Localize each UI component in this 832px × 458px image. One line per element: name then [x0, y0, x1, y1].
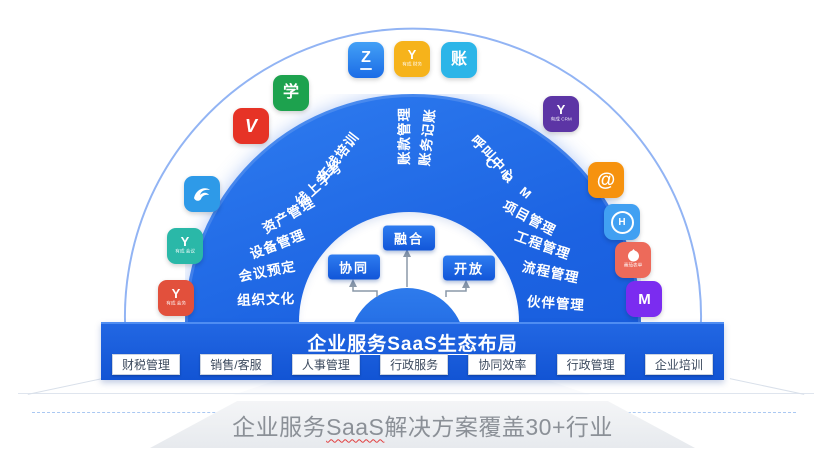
solution-caption: 企业服务SaaS解决方案覆盖30+行业 — [232, 408, 613, 442]
finance-glyph: Y — [407, 47, 417, 62]
z-app-icon: Z — [348, 42, 384, 78]
caption-prefix: 企业服务 — [232, 413, 327, 440]
category-admin-service: 行政服务 — [380, 354, 449, 375]
open-button: 开放 — [442, 255, 496, 281]
caption-suffix: 解决方案覆盖30+行业 — [384, 413, 613, 440]
fuse-button: 融合 — [382, 225, 436, 251]
floor-line — [18, 393, 814, 394]
youcheng-meeting-icon: Y 有成 会议 — [167, 228, 203, 264]
crm-glyph: Y — [556, 102, 566, 117]
category-finance-tax: 财税管理 — [112, 354, 181, 375]
zhang-ledger-icon: 账 — [441, 42, 477, 78]
tomato-subtext: 番茄表单 — [623, 262, 643, 268]
snail-icon: @ — [588, 162, 624, 198]
m-people-icon: M — [626, 281, 662, 317]
collab-button: 协同 — [327, 254, 381, 280]
finance-subtext: 有成 财务 — [402, 61, 422, 67]
caption-platform: 企业服务SaaS解决方案覆盖30+行业 — [150, 401, 695, 448]
ring-label-org-culture: 组织文化 — [236, 290, 296, 309]
v-check-icon: V — [233, 108, 269, 144]
huiwu-subtext: 有成 会务 — [166, 300, 186, 306]
category-admin-mgmt: 行政管理 — [556, 354, 625, 375]
tomato-form-icon: 番茄表单 — [615, 242, 651, 278]
category-hr: 人事管理 — [291, 354, 360, 375]
floor-band — [232, 378, 591, 395]
banner-title-prefix: 企业服务 — [307, 334, 388, 355]
category-sales-service: 销售/客服 — [200, 354, 272, 375]
h-ring-glyph: H — [610, 210, 634, 234]
h-glyph: H — [618, 216, 626, 228]
tomato-glyph — [627, 249, 639, 262]
wave-app-icon — [184, 176, 220, 212]
snail-glyph: @ — [596, 169, 616, 191]
meeting-subtext: 有成 会议 — [175, 248, 195, 254]
crm-subtext: 有成 CRM — [550, 116, 572, 122]
core-dome-clip — [349, 288, 465, 322]
caption-saas: SaaS — [326, 413, 385, 440]
z-glyph: Z — [361, 49, 371, 66]
youcheng-finance-icon: Y 有成 财务 — [394, 41, 430, 77]
category-row: 财税管理 销售/客服 人事管理 行政服务 协同效率 行政管理 企业培训 — [112, 354, 713, 375]
huiwu-glyph: Y — [171, 286, 181, 301]
meeting-glyph: Y — [180, 234, 190, 249]
xue-glyph: 学 — [282, 84, 299, 101]
zhang-glyph: 账 — [450, 51, 467, 68]
banner-title: 企业服务SaaS生态布局 — [101, 329, 724, 356]
h-circle-icon: H — [604, 204, 640, 240]
ring-label-receivables-mgmt: 账款管理 — [397, 107, 412, 165]
wave-glyph — [194, 188, 210, 201]
ring-label-partner-mgmt: 伙伴管理 — [526, 293, 586, 314]
category-corp-training: 企业培训 — [644, 354, 713, 375]
banner-title-suffix: 生态布局 — [437, 334, 518, 355]
title-banner: 企业服务SaaS生态布局 财税管理 销售/客服 人事管理 行政服务 协同效率 行… — [101, 322, 724, 380]
m-glyph: M — [638, 290, 650, 308]
z-underline-bar — [360, 68, 372, 70]
v-glyph: V — [244, 116, 257, 136]
banner-title-saas: SaaS — [387, 334, 438, 355]
category-collab-efficiency: 协同效率 — [468, 354, 537, 375]
youcheng-crm-icon: Y 有成 CRM — [543, 96, 579, 132]
youcheng-huiwu-icon: Y 有成 会务 — [158, 280, 194, 316]
xue-study-icon: 学 — [273, 75, 309, 111]
core-dome — [349, 288, 465, 322]
